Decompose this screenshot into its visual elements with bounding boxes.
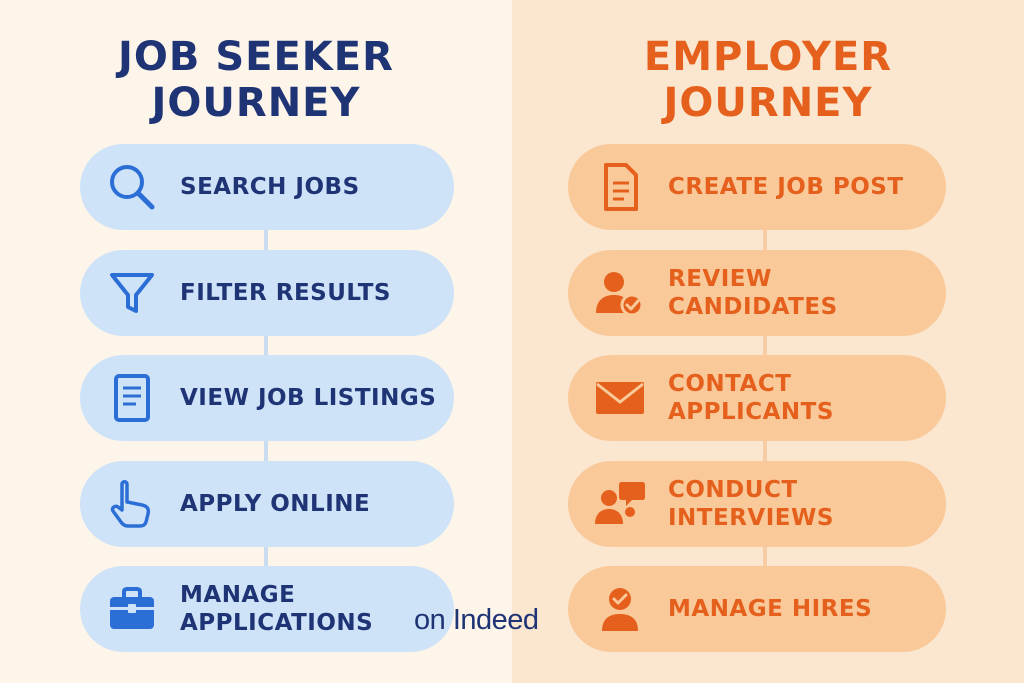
chat-users-icon bbox=[594, 478, 646, 530]
step-label: VIEW JOB LISTINGS bbox=[180, 385, 437, 411]
step-label: APPLY ONLINE bbox=[180, 491, 371, 517]
step-label: FILTER RESULTS bbox=[180, 280, 392, 306]
overlay-text: on Indeed bbox=[414, 604, 539, 636]
step-label: CREATE JOB POST bbox=[668, 174, 904, 200]
job-seeker-title-line1: JOB SEEKER bbox=[118, 34, 394, 80]
briefcase-icon bbox=[106, 583, 158, 635]
step-label-line2: APPLICATIONS bbox=[180, 610, 374, 636]
envelope-icon bbox=[594, 372, 646, 424]
job-seeker-panel: JOB SEEKER JOURNEY SEARCH JOBS FILTER RE… bbox=[0, 0, 512, 683]
step-contact-applicants: CONTACT APPLICANTS bbox=[568, 355, 946, 441]
search-icon bbox=[106, 161, 158, 213]
step-label-line1: MANAGE bbox=[180, 582, 296, 608]
user-check-icon bbox=[594, 267, 646, 319]
job-seeker-title: JOB SEEKER JOURNEY bbox=[0, 34, 512, 126]
user-badge-icon bbox=[594, 583, 646, 635]
employer-title-line1: EMPLOYER bbox=[643, 34, 893, 80]
filter-icon bbox=[106, 267, 158, 319]
pointer-hand-icon bbox=[106, 478, 158, 530]
step-create-job-post: CREATE JOB POST bbox=[568, 144, 946, 230]
step-label: CONTACT APPLICANTS bbox=[668, 371, 834, 425]
step-label-multiline: MANAGE APPLICATIONS bbox=[180, 581, 373, 637]
step-conduct-interviews: CONDUCT INTERVIEWS bbox=[568, 461, 946, 547]
document-icon bbox=[594, 161, 646, 213]
employer-title: EMPLOYER JOURNEY bbox=[512, 34, 1024, 126]
step-filter-results: FILTER RESULTS bbox=[80, 250, 454, 336]
document-icon bbox=[106, 372, 158, 424]
job-seeker-title-line2: JOURNEY bbox=[151, 80, 361, 126]
step-label: SEARCH JOBS bbox=[180, 174, 360, 200]
step-search-jobs: SEARCH JOBS bbox=[80, 144, 454, 230]
step-manage-applications: MANAGE APPLICATIONS bbox=[80, 566, 454, 652]
employer-panel: EMPLOYER JOURNEY CREATE JOB POST REVIEW … bbox=[512, 0, 1024, 683]
step-apply-online: APPLY ONLINE bbox=[80, 461, 454, 547]
step-view-job-listings: VIEW JOB LISTINGS bbox=[80, 355, 454, 441]
step-manage-hires: MANAGE HIRES bbox=[568, 566, 946, 652]
employer-title-line2: JOURNEY bbox=[663, 80, 873, 126]
step-label: REVIEW CANDIDATES bbox=[668, 266, 838, 320]
step-label: MANAGE HIRES bbox=[668, 596, 873, 622]
step-review-candidates: REVIEW CANDIDATES bbox=[568, 250, 946, 336]
step-label: CONDUCT INTERVIEWS bbox=[668, 477, 834, 531]
